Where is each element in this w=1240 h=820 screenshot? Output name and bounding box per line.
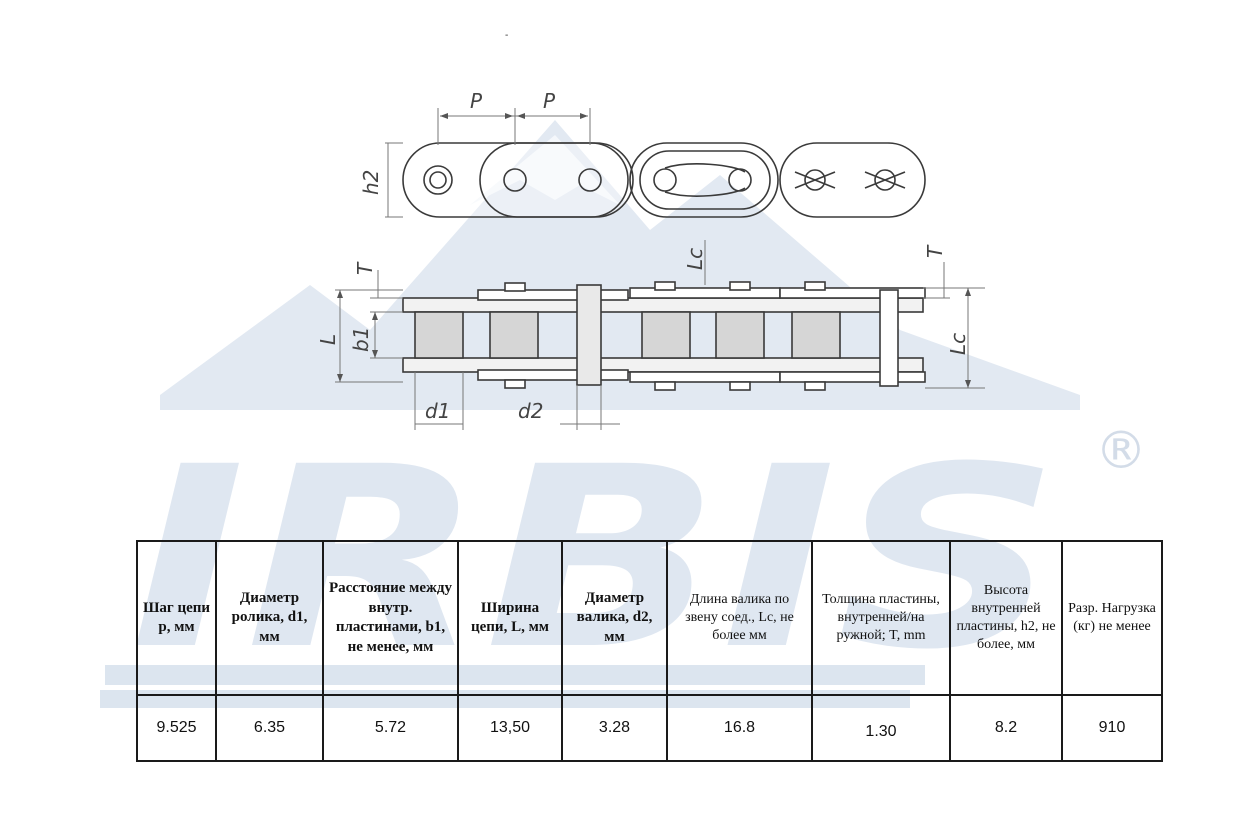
label-pitch-2: P bbox=[543, 89, 556, 113]
header-chain-width: Ширина цепи, L, мм bbox=[457, 540, 563, 696]
marker: - bbox=[505, 30, 509, 41]
cell-plate-thickness: 1.30 bbox=[811, 694, 951, 762]
cell-breaking-load: 910 bbox=[1061, 694, 1163, 762]
cell-pin-length: 16.8 bbox=[666, 694, 813, 762]
label-roller-diameter-d1: d1 bbox=[425, 399, 450, 423]
header-pitch: Шаг цепи p, мм bbox=[136, 540, 217, 696]
header-plate-height: Высота внутренней пластины, h2, не более… bbox=[949, 540, 1063, 696]
label-width-l: L bbox=[316, 334, 340, 345]
cell-pin-diameter: 3.28 bbox=[561, 694, 668, 762]
label-thickness-t-right: T bbox=[923, 244, 947, 258]
header-pin-length: Длина валика по звену соед., Lc, не боле… bbox=[666, 540, 813, 696]
label-pin-length-lc-right: Lc bbox=[946, 333, 970, 355]
cell-inner-width: 5.72 bbox=[322, 694, 459, 762]
cell-roller-diameter: 6.35 bbox=[215, 694, 324, 762]
spec-table: Шаг цепи p, мм Диаметр ролика, d1, мм Ра… bbox=[136, 540, 1163, 762]
header-pin-diameter: Диаметр валика, d2, мм bbox=[561, 540, 668, 696]
table-header-row: Шаг цепи p, мм Диаметр ролика, d1, мм Ра… bbox=[136, 540, 1163, 696]
cell-chain-width: 13,50 bbox=[457, 694, 563, 762]
header-breaking-load: Разр. Нагрузка (кг) не менее bbox=[1061, 540, 1163, 696]
label-height-h2: h2 bbox=[359, 170, 383, 195]
header-plate-thickness: Толщина пластины, внутренней/на ружной; … bbox=[811, 540, 951, 696]
label-thickness-t-left: T bbox=[353, 261, 377, 275]
header-inner-width: Расстояние между внутр. пластинами, b1, … bbox=[322, 540, 459, 696]
table-row: 9.525 6.35 5.72 13,50 3.28 16.8 1.30 8.2… bbox=[136, 694, 1163, 762]
label-pin-diameter-d2: d2 bbox=[518, 399, 543, 423]
label-pitch-1: P bbox=[470, 89, 483, 113]
label-inner-width-b1: b1 bbox=[349, 327, 373, 352]
label-pin-length-lc-top: Lc bbox=[683, 248, 707, 270]
watermark-registered: ® bbox=[1095, 421, 1147, 481]
header-roller-diameter: Диаметр ролика, d1, мм bbox=[215, 540, 324, 696]
cell-pitch: 9.525 bbox=[136, 694, 217, 762]
cell-plate-height: 8.2 bbox=[949, 694, 1063, 762]
